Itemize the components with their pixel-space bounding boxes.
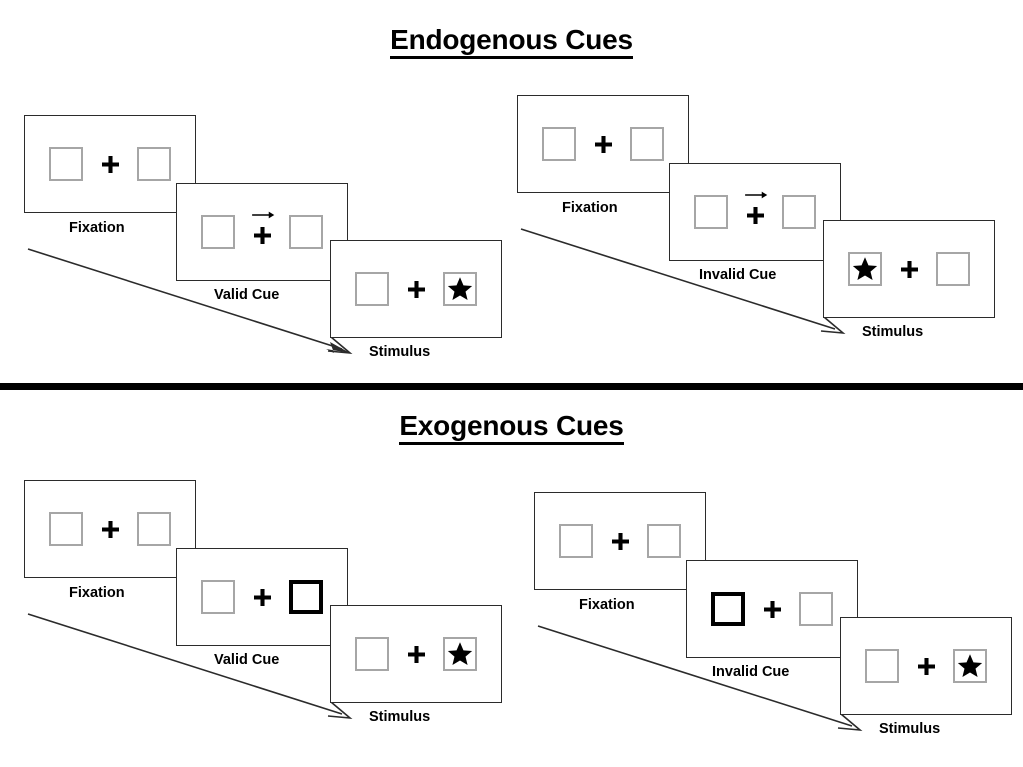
section-divider [0, 383, 1023, 390]
sequence-endogenous-valid: Fixation Valid Cue [24, 115, 524, 385]
right-box [647, 524, 681, 558]
right-box [289, 215, 323, 249]
left-box [355, 637, 389, 671]
left-box [694, 195, 728, 229]
left-box [201, 215, 235, 249]
section-title-text: Exogenous Cues [399, 410, 624, 445]
arrow-right-cue-icon [252, 211, 275, 219]
right-box-cued [289, 580, 323, 614]
fixation-center [249, 577, 275, 617]
plus-fixation-icon [407, 280, 425, 298]
plus-fixation-icon [253, 588, 271, 606]
fixation-center [403, 634, 429, 674]
cue-center [249, 211, 275, 252]
frame-label-invalid-cue: Invalid Cue [699, 267, 777, 283]
plus-fixation-icon [253, 227, 271, 244]
fixation-center [759, 589, 785, 629]
frame-label-fixation: Fixation [579, 597, 635, 613]
time-flow-arrow-icon [520, 228, 846, 335]
right-box [953, 649, 987, 683]
fixation-center [97, 144, 123, 184]
time-flow-arrow-icon [27, 248, 353, 355]
plus-fixation-icon [101, 155, 119, 173]
frame-fixation [517, 95, 689, 193]
frame-invalid-cue [669, 163, 841, 261]
frame-invalid-cue [686, 560, 858, 658]
frame-fixation [24, 115, 196, 213]
sequence-exogenous-valid: Fixation Valid Cue [24, 480, 524, 750]
right-box [936, 252, 970, 286]
plus-fixation-icon [900, 260, 918, 278]
frame-stimulus [330, 605, 502, 703]
left-box [542, 127, 576, 161]
fixation-center [896, 249, 922, 289]
frame-label-invalid-cue: Invalid Cue [712, 664, 790, 680]
time-flow-arrow-icon [27, 613, 353, 720]
section-title-text: Endogenous Cues [390, 24, 633, 59]
star-icon [447, 642, 473, 666]
section-title-endogenous: Endogenous Cues [0, 24, 1023, 59]
plus-fixation-icon [407, 645, 425, 663]
frame-label-fixation: Fixation [562, 200, 618, 216]
frame-stimulus [330, 240, 502, 338]
frame-label-valid-cue: Valid Cue [214, 287, 280, 303]
right-box [137, 147, 171, 181]
right-box [443, 272, 477, 306]
sequence-exogenous-invalid: Fixation Invalid Cue [534, 492, 1023, 762]
section-title-exogenous: Exogenous Cues [0, 410, 1023, 445]
fixation-center [590, 124, 616, 164]
frame-fixation [534, 492, 706, 590]
right-box [630, 127, 664, 161]
left-box [355, 272, 389, 306]
frame-label-valid-cue: Valid Cue [214, 652, 280, 668]
cue-center [742, 191, 768, 232]
fixation-center [607, 521, 633, 561]
fixation-center [913, 646, 939, 686]
frame-stimulus [823, 220, 995, 318]
frame-label-stimulus: Stimulus [369, 344, 431, 360]
plus-fixation-icon [611, 532, 629, 550]
right-box [799, 592, 833, 626]
plus-fixation-icon [101, 520, 119, 538]
frame-label-stimulus: Stimulus [862, 324, 924, 340]
frame-valid-cue [176, 548, 348, 646]
left-box [865, 649, 899, 683]
frame-label-fixation: Fixation [69, 220, 125, 236]
frame-valid-cue [176, 183, 348, 281]
left-box [49, 147, 83, 181]
left-box [559, 524, 593, 558]
fixation-center [403, 269, 429, 309]
left-box [49, 512, 83, 546]
plus-fixation-icon [763, 600, 781, 618]
plus-fixation-icon [746, 207, 764, 224]
frame-label-stimulus: Stimulus [879, 721, 941, 737]
frame-fixation [24, 480, 196, 578]
sequence-endogenous-invalid: Fixation Invalid Cue [517, 95, 1017, 365]
frame-label-fixation: Fixation [69, 585, 125, 601]
section-exogenous: Exogenous Cues Fixation [0, 392, 1023, 767]
frame-stimulus [840, 617, 1012, 715]
right-box [443, 637, 477, 671]
time-flow-arrow-icon [537, 625, 863, 732]
left-box [201, 580, 235, 614]
star-icon [447, 277, 473, 301]
right-box [137, 512, 171, 546]
plus-fixation-icon [917, 657, 935, 675]
section-endogenous: Endogenous Cues Fixation [0, 0, 1023, 382]
frame-label-stimulus: Stimulus [369, 709, 431, 725]
star-icon [957, 654, 983, 678]
right-box [782, 195, 816, 229]
left-box [848, 252, 882, 286]
left-box-cued [711, 592, 745, 626]
star-icon [852, 257, 878, 281]
fixation-center [97, 509, 123, 549]
arrow-right-cue-icon [745, 191, 768, 199]
plus-fixation-icon [594, 135, 612, 153]
